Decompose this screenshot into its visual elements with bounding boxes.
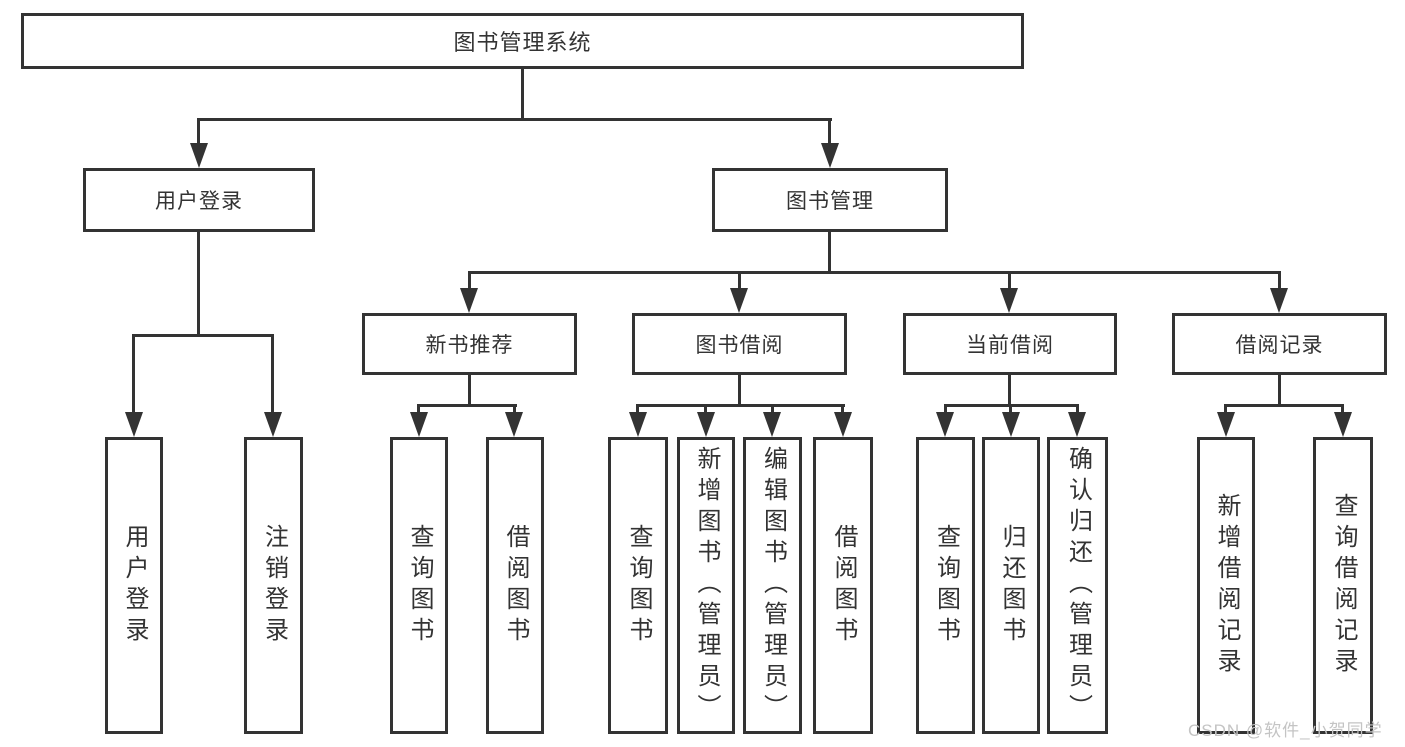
leaf-label: 查询图书: [406, 523, 433, 648]
arrow-down-icon: [1217, 412, 1235, 437]
arrow-down-icon: [1000, 288, 1018, 313]
arrow-down-icon: [936, 412, 954, 437]
connector-line: [828, 232, 831, 273]
node-current-borrowing: 当前借阅: [903, 313, 1117, 375]
node-label: 借阅记录: [1235, 334, 1324, 357]
connector-line: [1076, 404, 1079, 415]
connector-line: [468, 271, 471, 293]
connector-line: [636, 404, 639, 415]
connector-line: [637, 404, 845, 407]
connector-line: [418, 404, 517, 407]
leaf-label: 注销登录: [260, 523, 288, 648]
leaf-label: 查询借阅记录: [1330, 492, 1357, 679]
connector-line: [513, 404, 516, 415]
connector-line: [704, 404, 707, 415]
node-borrowing-records: 借阅记录: [1172, 313, 1387, 375]
arrow-down-icon: [125, 412, 143, 437]
leaf-label: 新增借阅记录: [1213, 492, 1240, 679]
connector-line: [132, 334, 274, 337]
connector-line: [738, 271, 741, 293]
leaf-return-books: 归还图书: [982, 437, 1040, 734]
arrow-down-icon: [505, 412, 523, 437]
connector-line: [468, 375, 471, 406]
node-book-borrowing: 图书借阅: [632, 313, 847, 375]
leaf-label: 确认归还（管理员）: [1064, 446, 1092, 725]
leaf-label: 借阅图书: [830, 523, 857, 648]
connector-line: [197, 118, 200, 146]
leaf-label: 查询图书: [932, 523, 960, 648]
leaf-label: 新增图书（管理员）: [693, 446, 720, 725]
leaf-edit-books-admin: 编辑图书（管理员）: [743, 437, 802, 734]
node-label: 图书管理: [786, 190, 874, 213]
node-label: 新书推荐: [425, 334, 514, 357]
arrow-down-icon: [1270, 288, 1288, 313]
node-library-system: 图书管理系统: [21, 13, 1024, 69]
node-label: 图书借阅: [695, 334, 784, 357]
csdn-watermark: CSDN @软件_小贺同学: [1188, 721, 1383, 740]
arrow-down-icon: [1068, 412, 1086, 437]
leaf-logout: 注销登录: [244, 437, 303, 734]
leaf-add-borrow-record: 新增借阅记录: [1197, 437, 1255, 734]
connector-line: [1278, 375, 1281, 406]
arrow-down-icon: [460, 288, 478, 313]
leaf-confirm-return-admin: 确认归还（管理员）: [1047, 437, 1108, 734]
leaf-user-login: 用户登录: [105, 437, 163, 734]
leaf-add-books-admin: 新增图书（管理员）: [677, 437, 735, 734]
leaf-borrow-books: 借阅图书: [813, 437, 873, 734]
connector-line: [132, 334, 135, 414]
connector-line: [738, 375, 741, 406]
connector-line: [271, 334, 274, 414]
connector-line: [521, 69, 524, 120]
leaf-query-books-current: 查询图书: [916, 437, 975, 734]
connector-line: [771, 404, 774, 415]
connector-line: [828, 118, 831, 146]
arrow-down-icon: [410, 412, 428, 437]
connector-line: [1224, 404, 1227, 415]
leaf-label: 用户登录: [121, 523, 148, 648]
connector-line: [1009, 404, 1012, 415]
arrow-down-icon: [1334, 412, 1352, 437]
node-book-management: 图书管理: [712, 168, 948, 232]
leaf-label: 查询图书: [625, 523, 652, 648]
connector-line: [468, 271, 1281, 274]
arrow-down-icon: [190, 143, 208, 168]
node-label: 当前借阅: [966, 334, 1054, 357]
leaf-query-books-recommend: 查询图书: [390, 437, 448, 734]
leaf-label: 编辑图书（管理员）: [759, 446, 787, 725]
arrow-down-icon: [629, 412, 647, 437]
connector-line: [1225, 404, 1344, 407]
leaf-query-borrow-record: 查询借阅记录: [1313, 437, 1373, 734]
arrow-down-icon: [821, 143, 839, 168]
connector-line: [944, 404, 947, 415]
arrow-down-icon: [1002, 412, 1020, 437]
leaf-label: 借阅图书: [502, 523, 529, 648]
node-new-book-recommend: 新书推荐: [362, 313, 577, 375]
leaf-query-books-borrow: 查询图书: [608, 437, 668, 734]
connector-line: [197, 118, 832, 121]
arrow-down-icon: [697, 412, 715, 437]
connector-line: [1278, 271, 1281, 293]
connector-line: [417, 404, 420, 415]
arrow-down-icon: [834, 412, 852, 437]
arrow-down-icon: [763, 412, 781, 437]
connector-line: [1341, 404, 1344, 415]
node-label: 用户登录: [155, 190, 243, 213]
leaf-label: 归还图书: [998, 523, 1025, 648]
connector-line: [1008, 375, 1011, 406]
node-user-login: 用户登录: [83, 168, 315, 232]
connector-line: [197, 232, 200, 336]
node-label: 图书管理系统: [453, 30, 592, 55]
arrow-down-icon: [730, 288, 748, 313]
leaf-borrow-books-recommend: 借阅图书: [486, 437, 544, 734]
connector-line: [1008, 271, 1011, 293]
connector-line: [841, 404, 844, 415]
arrow-down-icon: [264, 412, 282, 437]
